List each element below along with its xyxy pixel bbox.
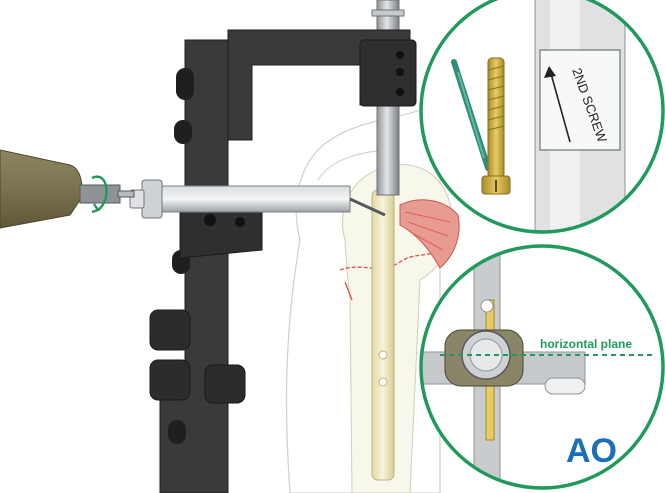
drill-shaft	[117, 190, 135, 198]
intramedullary-nail	[371, 189, 395, 481]
direction-arrowhead	[544, 66, 556, 78]
inset-top: 2ND SCREW	[419, 0, 665, 234]
ao-logo: AO	[566, 432, 617, 470]
fracture-mark	[344, 281, 353, 301]
frame-hole	[176, 68, 194, 100]
frame-knob	[149, 359, 191, 401]
label-panel	[539, 49, 621, 151]
nail-ring	[480, 299, 494, 313]
guide-wire-highlight	[457, 71, 485, 159]
rotator-cuff-tissue	[399, 199, 460, 269]
frame-hole	[174, 120, 192, 144]
rotation-arrow	[91, 175, 108, 211]
aiming-arm-frame	[149, 29, 417, 493]
screw-threads	[487, 65, 505, 131]
horizontal-plane-label: horizontal plane	[540, 337, 632, 351]
nail-hole	[378, 350, 388, 360]
rotation-arrowhead	[91, 203, 100, 214]
nail-hole	[378, 377, 388, 387]
fracture-line	[339, 249, 441, 271]
rod-connector	[359, 39, 417, 107]
drill-sleeve	[129, 179, 386, 219]
drill-chuck	[79, 184, 121, 204]
frame-hole	[168, 420, 186, 444]
bar-slot	[544, 377, 586, 395]
sleeve-handle	[141, 179, 163, 219]
inset-top-border	[419, 0, 665, 234]
rod-collar	[371, 9, 405, 17]
power-drill	[0, 149, 135, 229]
tissue-fibres	[404, 211, 451, 251]
frame-knob	[204, 364, 246, 404]
inset-bottom-border	[419, 244, 665, 490]
direction-arrow	[549, 69, 571, 143]
frame-knob	[149, 309, 191, 351]
inset-bottom: horizontal plane	[419, 244, 665, 490]
drill-bit	[349, 197, 386, 217]
